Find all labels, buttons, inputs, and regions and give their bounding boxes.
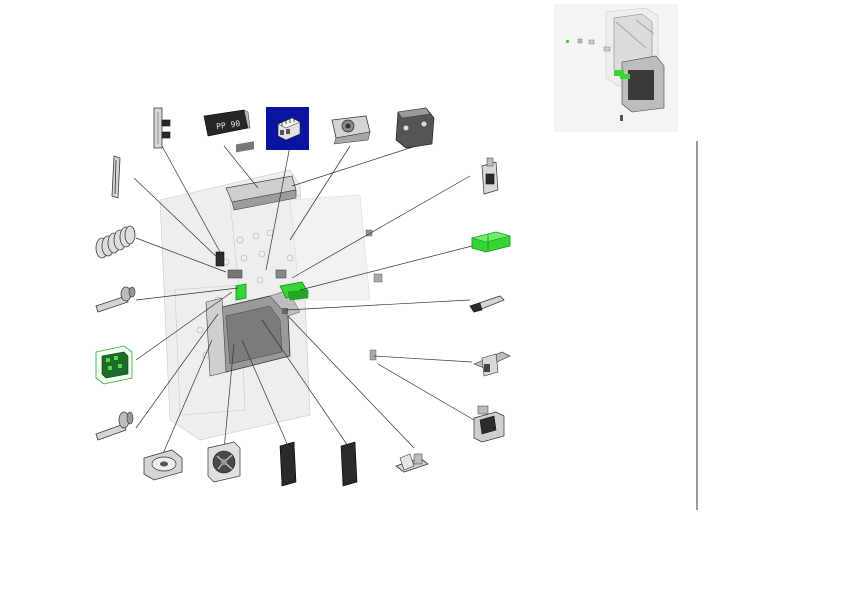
coil-spring-icon[interactable] <box>95 225 136 259</box>
pivot-bracket-icon[interactable] <box>331 115 371 145</box>
fan-side-icon[interactable] <box>143 449 183 481</box>
relay-switch-icon[interactable] <box>473 351 511 377</box>
rail-strip-icon[interactable] <box>111 155 121 199</box>
cover-plate-right-icon[interactable] <box>340 441 358 487</box>
clip-bracket-icon[interactable] <box>153 107 171 149</box>
fan-front-icon[interactable] <box>207 441 241 483</box>
leader-lines <box>133 145 475 457</box>
shaft-pin-lower-icon[interactable] <box>95 411 134 441</box>
latch-lever-icon[interactable] <box>469 295 505 313</box>
latch-block-icon[interactable] <box>473 405 505 443</box>
overview-thumbnail[interactable] <box>554 4 678 132</box>
shaft-pin-upper-icon[interactable] <box>95 286 136 313</box>
circuit-module-icon[interactable] <box>95 345 133 385</box>
front-panel-label-icon[interactable]: PP 90 <box>203 109 251 137</box>
panel-label-text: PP 90 <box>216 119 241 131</box>
green-plug-icon[interactable] <box>470 231 512 253</box>
cover-plate-left-icon[interactable] <box>279 441 297 487</box>
connector-housing-icon[interactable] <box>481 157 499 195</box>
main-assembly[interactable] <box>159 141 383 441</box>
terminal-block-icon[interactable] <box>266 107 309 150</box>
mounting-plate-icon[interactable] <box>395 107 435 149</box>
small-clip-icon[interactable] <box>395 453 429 473</box>
